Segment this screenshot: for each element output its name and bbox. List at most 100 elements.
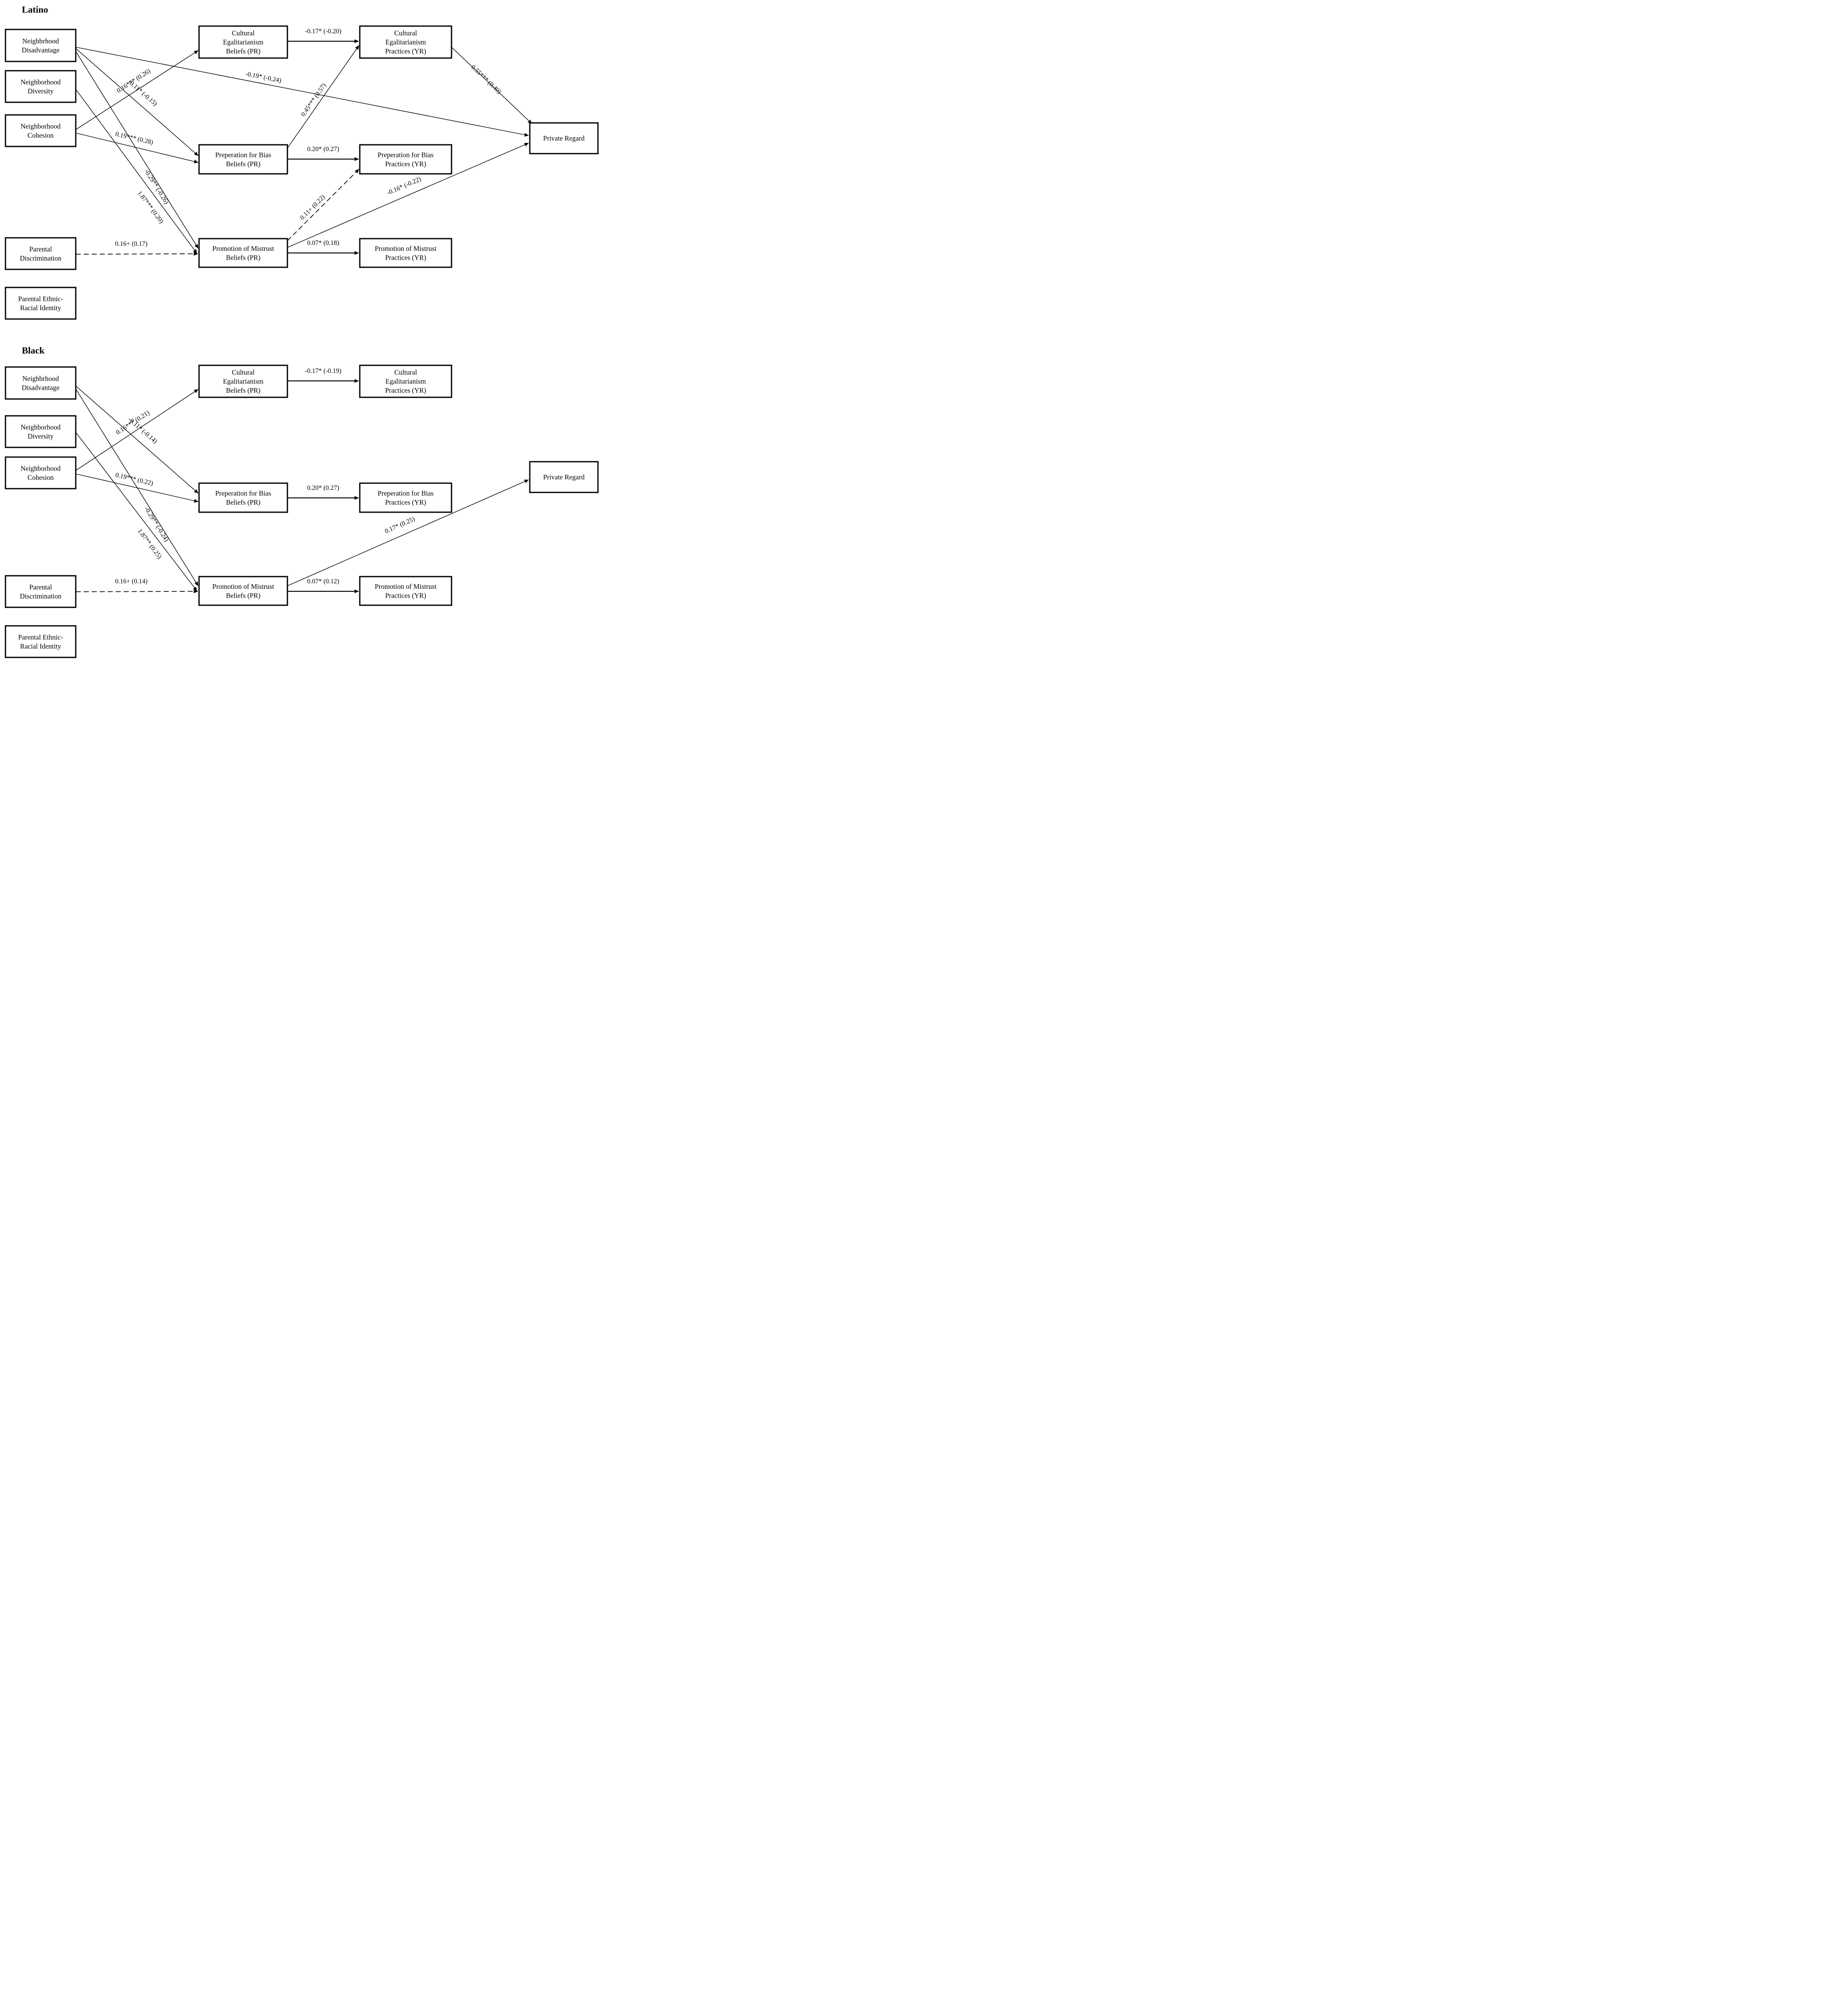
coefficient-label: 0.16+ (0.14) [115,578,147,585]
path-arrow [75,388,199,586]
panel-black: 0.16*** (0.21)-0.11* (-0.14)0.19*** (0.2… [5,364,599,658]
coefficient-label: 0.55*** (0.40) [470,64,502,95]
node-box [5,237,77,270]
coefficient-label: 0.07* (0.18) [307,239,339,247]
edge-neighborhood-cohesion-to-preparation-for-bias-beliefs: 0.19*** (0.22) [75,471,199,503]
path-arrow [75,432,197,591]
coefficient-label: -0.19* (-0.24) [245,70,282,84]
coefficient-label: -0.17* (-0.19) [305,367,342,375]
path-arrow [75,48,199,156]
node-parental-ethnic-racial-identity: Parental Ethnic-Racial Identity [5,287,77,320]
node-box [529,122,599,154]
node-box [198,364,288,398]
node-box [359,25,452,59]
edge-cultural-egalitarianism-practices-to-private-regard: 0.55*** (0.40) [451,47,532,124]
node-box [5,287,77,320]
node-box [5,575,77,608]
node-box [359,576,452,606]
node-box [529,461,599,493]
edge-neighborhood-cohesion-to-preparation-for-bias-beliefs: 0.19*** (0.28) [75,130,199,164]
path-arrow [287,169,359,241]
node-box [198,482,288,513]
coefficient-label: 0.20* (0.27) [307,146,339,153]
node-box [5,114,77,147]
node-label: Private Regard [543,473,585,481]
coefficient-label: -0.11* (-0.15) [127,78,159,107]
node-box [5,29,77,62]
path-arrow [451,47,532,124]
panel-latino: 0.16*** (0.26)-0.11* (-0.15)0.19*** (0.2… [5,25,599,320]
path-arrow [75,386,199,494]
coefficient-label: 0.19*** (0.22) [114,471,154,487]
edge-preparation-for-bias-beliefs-to-cultural-egalitarianism-practices: 0.45*** (0.57) [287,45,359,149]
edge-preparation-for-bias-beliefs-to-preparation-for-bias-practices: 0.20* (0.27) [287,484,359,500]
node-box [198,238,288,268]
coefficient-label: 0.16+ (0.17) [115,240,147,247]
coefficient-label: 0.07* (0.12) [307,578,339,585]
node-box [5,366,77,400]
node-box [198,25,288,59]
coefficient-label: 0.17* (0.25) [384,516,416,535]
path-arrow [75,89,197,254]
node-label: Parental Ethnic-Racial Identity [18,633,63,650]
path-arrow [287,479,529,586]
coefficient-label: 0.45*** (0.57) [300,82,328,118]
edge-neighborhood-diversity-to-promotion-of-mistrust-beliefs: 1.87*** (0.20) [75,89,197,254]
node-box [5,415,77,448]
edge-cultural-egalitarianism-beliefs-to-cultural-egalitarianism-practices: -0.17* (-0.19) [287,367,359,383]
node-label: Private Regard [543,134,585,142]
edge-promotion-of-mistrust-beliefs-to-promotion-of-mistrust-practices: 0.07* (0.18) [287,239,359,255]
coefficient-label: 0.20* (0.27) [307,484,339,492]
coefficient-label: -0.17* (-0.20) [305,28,342,35]
path-diagram-page: Latino Black 0.16*** (0.26)-0.11* (-0.15… [0,0,613,671]
path-arrow [287,45,359,149]
panel-title-latino: Latino [22,4,48,15]
path-arrow [75,389,199,471]
node-private-regard: Private Regard [529,122,599,154]
edge-neighborhood-diversity-to-promotion-of-mistrust-beliefs: 1.87** (0.25) [75,432,197,591]
edge-parental-discrimination-to-promotion-of-mistrust-beliefs: 0.16+ (0.17) [75,240,198,256]
path-arrow [75,133,199,164]
node-box [5,456,77,489]
coefficient-label: 0.11+ (0.22) [299,194,327,221]
node-box [5,70,77,103]
node-label: Parental Ethnic-Racial Identity [18,295,63,312]
node-box [359,364,452,398]
